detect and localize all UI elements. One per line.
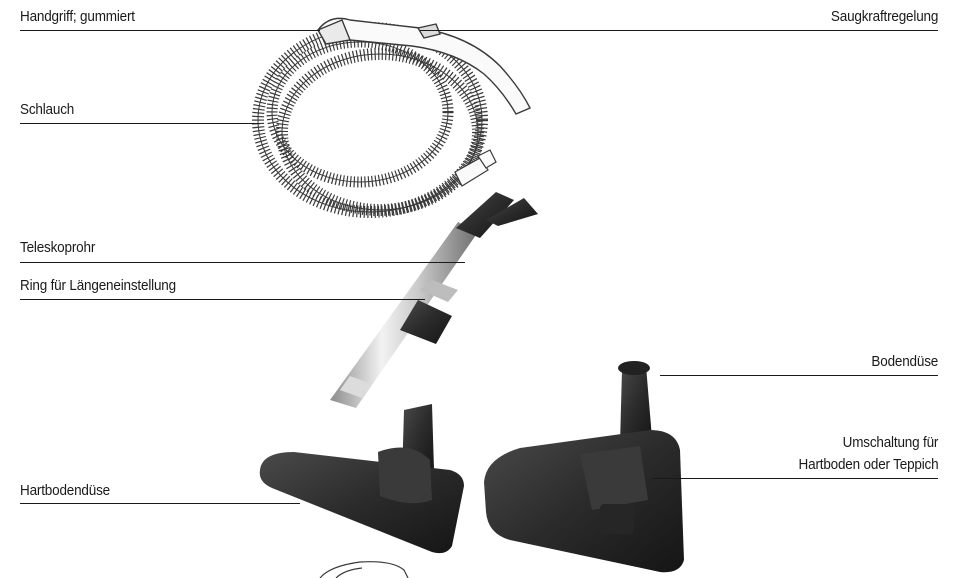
bodenduese-leader-line <box>660 375 938 376</box>
handle-drawing <box>316 17 531 115</box>
teleskoprohr-leader-line <box>20 262 465 263</box>
ring-leader-line <box>20 299 425 300</box>
label-saugkraftregelung: Saugkraftregelung <box>830 8 938 25</box>
label-schlauch: Schlauch <box>20 101 75 118</box>
handgriff-leader-line <box>20 30 320 31</box>
schlauch-leader-line <box>20 123 260 124</box>
bottom-accessory-drawing <box>319 561 409 578</box>
umschaltung-leader-line <box>652 478 938 479</box>
label-umschaltung-line1: Umschaltung für <box>842 434 938 451</box>
label-handgriff: Handgriff; gummiert <box>20 8 135 25</box>
label-hartbodenduese: Hartbodendüse <box>20 482 110 499</box>
label-ring-laengeneinstellung: Ring für Längeneinstellung <box>20 277 176 294</box>
hartbodenduese-leader-line <box>20 503 300 504</box>
floor-nozzle-drawing <box>484 361 684 573</box>
hose-drawing <box>252 22 497 218</box>
telescopic-tube-drawing <box>330 192 538 408</box>
hard-floor-nozzle-drawing <box>259 404 464 554</box>
label-umschaltung-line2: Hartboden oder Teppich <box>798 456 938 473</box>
label-teleskoprohr: Teleskoprohr <box>20 239 96 256</box>
label-bodenduese: Bodendüse <box>871 353 938 370</box>
saugkraft-leader-line <box>420 30 938 31</box>
